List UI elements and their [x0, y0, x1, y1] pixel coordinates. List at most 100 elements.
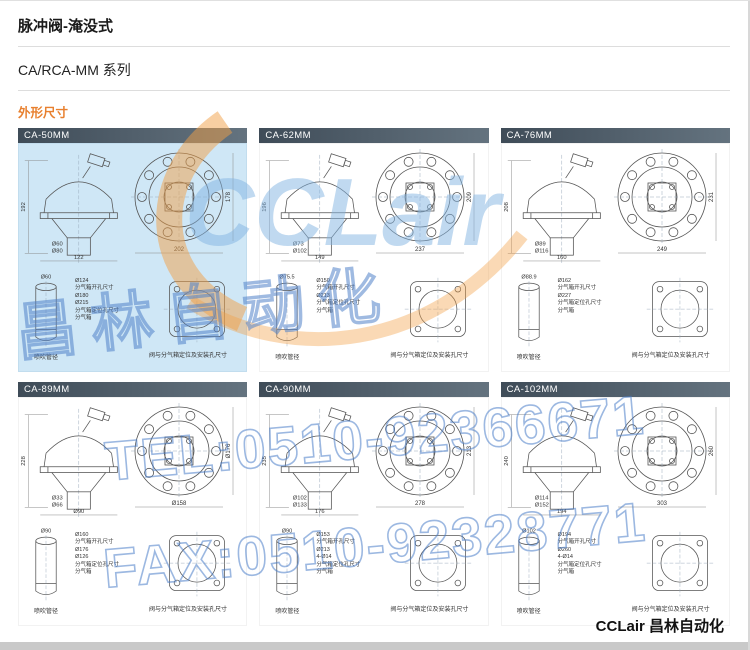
dia-dim-label: Ø152: [534, 502, 548, 508]
pipe-diameter-label: 喷吹管径: [33, 609, 58, 615]
pipe-diameter-label: 喷吹管径: [516, 609, 541, 615]
model-panel: CA-89MM 228: [18, 382, 248, 626]
dia-dim-label: Ø33: [52, 496, 63, 502]
tank-open-dia: Ø194: [557, 532, 572, 538]
dia-dim-label: Ø73: [293, 242, 304, 248]
flange-dia-dim-label: 178: [226, 191, 232, 202]
valve-side-view-drawing: 192 Ø60 Ø80: [21, 153, 118, 265]
tank-pos-dia-1: Ø180: [75, 292, 89, 299]
tank-pos-label: 分气箱定位孔尺寸: [316, 561, 361, 568]
flange-top-view-drawing: 213 278: [372, 403, 475, 508]
model-name-bar: CA-90MM: [259, 382, 489, 397]
tank-pos-dia-1: Ø227: [557, 292, 572, 299]
mounting-plate-drawing: [405, 277, 472, 343]
tank-open-dia: Ø160: [75, 532, 89, 538]
mounting-holes-label: 阀与分气箱定位及安装孔尺寸: [148, 607, 227, 613]
tank-pos-label: 分气箱定位孔尺寸: [557, 300, 602, 307]
valve-side-view-drawing: 235 Ø102 Ø133: [262, 407, 360, 519]
tank-box-label: 分气箱: [75, 569, 92, 576]
flange-width-dim-label: Ø158: [172, 501, 187, 507]
flange-dia-dim-label: Ø176: [226, 443, 232, 458]
mounting-holes-label: 阀与分气箱定位及安装孔尺寸: [390, 353, 469, 359]
dia-dim-label: Ø133: [293, 502, 307, 508]
mounting-holes-label: 阀与分气箱定位及安装孔尺寸: [148, 353, 227, 359]
page-bottom-edge: [0, 642, 748, 650]
flange-width-dim-label: 237: [415, 247, 426, 253]
dia-dim-label: Ø60: [52, 242, 63, 248]
tank-open-dia: Ø153: [316, 532, 330, 538]
dia-dim-label: Ø66: [52, 502, 63, 508]
tank-box-label: 分气箱: [75, 315, 92, 322]
tank-open-dia: Ø162: [557, 278, 572, 284]
tank-pos-dia-2: 4-Ø14: [316, 554, 332, 561]
blow-pipe-drawing: Ø60: [35, 275, 57, 347]
height-dim-label: 208: [503, 202, 509, 212]
pipe-dia-dim-label: Ø75.5: [280, 275, 295, 281]
height-dim-label: 196: [262, 202, 268, 212]
pipe-dia-dim-label: Ø102: [522, 529, 536, 535]
page-header: 脉冲阀-淹没式 CA/RCA-MM 系列 外形尺寸: [0, 1, 748, 121]
dia-dim-label: Ø89: [534, 242, 545, 248]
divider: [18, 89, 730, 91]
tank-open-label: 分气箱开孔尺寸: [557, 539, 597, 546]
flange-width-dim-label: 278: [415, 501, 426, 507]
mounting-plate-drawing: [405, 531, 472, 597]
flange-width-dim-label: 202: [174, 247, 185, 253]
pipe-dia-dim-label: Ø60: [41, 275, 52, 281]
blow-pipe-drawing: Ø90: [276, 529, 298, 601]
blow-pipe-drawing: Ø75.5: [276, 275, 298, 347]
tank-open-label: 分气箱开孔尺寸: [557, 285, 597, 292]
panels-grid: CA-50MM 192: [18, 128, 730, 626]
air-tank-dims: Ø194 分气箱开孔尺寸 Ø260 4-Ø14 分气箱定位孔尺寸 分气箱: [558, 532, 638, 577]
pipe-dia-dim-label: Ø90: [282, 529, 293, 535]
flange-dia-dim-label: 209: [467, 191, 473, 202]
model-name-bar: CA-76MM: [500, 128, 730, 143]
drawing-area: 235 Ø102 Ø133: [259, 397, 489, 626]
flange-top-view-drawing: 231 249: [613, 149, 716, 254]
valve-side-view-drawing: 208 Ø89 Ø116: [503, 153, 601, 265]
model-panel: CA-90MM 235: [259, 382, 489, 626]
pipe-dia-dim-label: Ø90: [41, 529, 52, 535]
height-dim-label: 192: [21, 202, 27, 212]
width-dim-label: Ø90: [73, 509, 84, 515]
blow-pipe-drawing: Ø102: [518, 529, 540, 601]
model-panel: CA-50MM 192: [18, 128, 248, 372]
height-dim-label: 240: [503, 456, 509, 466]
model-panel: CA-76MM 208: [500, 128, 730, 372]
pipe-diameter-label: 喷吹管径: [33, 355, 58, 361]
tank-pos-label: 分气箱定位孔尺寸: [75, 307, 120, 314]
width-dim-label: 149: [315, 255, 325, 261]
air-tank-dims: Ø124 分气箱开孔尺寸 Ø180 Ø215 分气箱定位孔尺寸 分气箱: [75, 278, 155, 323]
dia-dim-label: Ø80: [52, 248, 63, 254]
page-title: 脉冲阀-淹没式: [18, 18, 113, 35]
flange-top-view-drawing: 209 237: [372, 149, 475, 254]
model-name-bar: CA-62MM: [259, 128, 489, 143]
mounting-holes-label: 阀与分气箱定位及安装孔尺寸: [390, 607, 469, 613]
tank-open-label: 分气箱开孔尺寸: [75, 285, 114, 292]
width-dim-label: 194: [557, 509, 567, 515]
pipe-diameter-label: 喷吹管径: [275, 609, 300, 615]
height-dim-label: 235: [262, 456, 268, 466]
footer-brand: CCLair 昌林自动化: [595, 618, 724, 635]
dia-dim-label: Ø116: [534, 248, 548, 254]
valve-side-view-drawing: 240 Ø114 Ø152: [503, 407, 601, 519]
tank-pos-label: 分气箱定位孔尺寸: [557, 561, 602, 568]
blow-pipe-drawing: Ø88.9: [518, 275, 540, 347]
flange-width-dim-label: 249: [657, 247, 668, 253]
tank-pos-label: 分气箱定位孔尺寸: [316, 300, 361, 307]
drawing-area: 192 Ø60 Ø80: [18, 143, 248, 372]
series-title: CA/RCA-MM 系列: [18, 62, 131, 78]
model-panel: CA-62MM 196: [259, 128, 489, 372]
section-label-dimensions: 外形尺寸: [18, 106, 69, 120]
flange-width-dim-label: 303: [657, 501, 668, 507]
drawing-area: 240 Ø114 Ø152: [500, 397, 730, 626]
tank-box-label: 分气箱: [316, 569, 333, 576]
flange-top-view-drawing: 178 202: [131, 149, 234, 254]
tank-open-label: 分气箱开孔尺寸: [316, 539, 355, 546]
air-tank-dims: Ø153 分气箱开孔尺寸 Ø213 4-Ø14 分气箱定位孔尺寸 分气箱: [316, 532, 396, 577]
tank-open-dia: Ø124: [75, 278, 89, 284]
mounting-holes-label: 阀与分气箱定位及安装孔尺寸: [631, 353, 710, 359]
tank-pos-dia-2: Ø215: [75, 300, 89, 307]
drawing-area: 196 Ø73 Ø102: [259, 143, 489, 372]
